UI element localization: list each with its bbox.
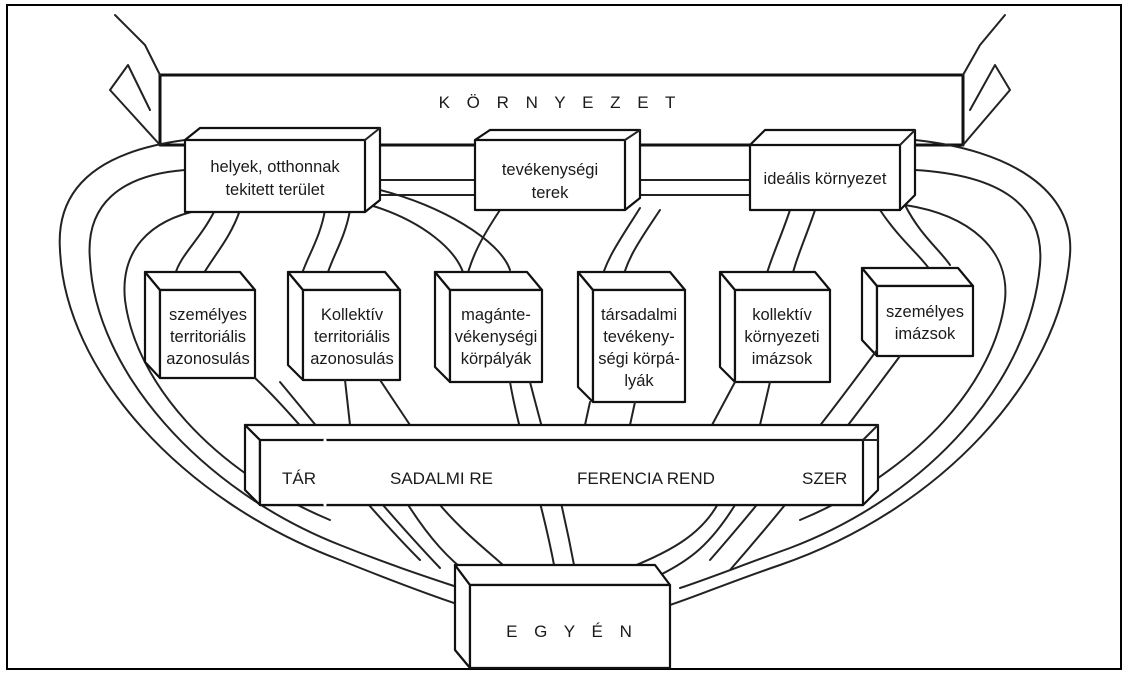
band-segment-4: SZER	[802, 469, 847, 488]
top-box-ideal-line-1: ideális környezet	[764, 170, 887, 188]
middle-box-6-line-2: imázsok	[895, 325, 956, 343]
band-segment-2: SADALMI RE	[390, 469, 493, 488]
middle-box-5-line-1: kollektív	[752, 306, 812, 324]
middle-box-5-line-3: imázsok	[752, 350, 813, 368]
vessel-outline	[58, 14, 1072, 606]
middle-box-social-activity: társadalmi tevékeny- ségi körpá- lyák	[576, 270, 687, 404]
middle-box-3-line-2: vékenységi	[455, 328, 538, 346]
environment-label: K Ö R N Y E Z E T	[439, 93, 682, 112]
individual-label: E G Y É N	[506, 622, 638, 641]
middle-box-personal-territorial: személyes territoriális azonosulás	[143, 270, 257, 380]
middle-box-1-line-2: territoriális	[170, 328, 246, 346]
middle-box-4-line-1: társadalmi	[601, 306, 677, 324]
middle-box-collective-images: kollektív környezeti imázsok	[718, 270, 832, 384]
middle-box-4-line-3: ségi körpá-	[598, 350, 680, 368]
middle-box-2-line-3: azonosulás	[310, 350, 393, 368]
top-box-places: helyek, otthonnak tekitett terület	[183, 126, 382, 214]
top-box-activity-spaces: tevékenységi terek	[473, 128, 642, 212]
band-segment-3: FERENCIA REND	[577, 469, 715, 488]
middle-box-6-line-1: személyes	[886, 303, 964, 321]
individual-box: E G Y É N	[453, 563, 672, 670]
middle-box-private-activity: magánte- vékenységi körpályák	[433, 270, 544, 384]
top-box-activity-line-1: tevékenységi	[502, 161, 598, 179]
middle-box-3-line-1: magánte-	[461, 306, 531, 324]
middle-box-1-line-3: azonosulás	[166, 350, 249, 368]
middle-box-2-line-1: Kollektív	[321, 306, 384, 324]
reference-band: TÁR SADALMI RE FERENCIA REND SZER	[243, 423, 880, 507]
middle-box-collective-territorial: Kollektív territoriális azonosulás	[286, 270, 402, 382]
middle-box-2-line-2: territoriális	[314, 328, 390, 346]
middle-box-3-line-3: körpályák	[461, 350, 532, 368]
top-box-places-line-2: tekitett terület	[225, 181, 324, 199]
top-box-places-line-1: helyek, otthonnak	[210, 158, 340, 176]
middle-box-4-line-4: lyák	[624, 372, 654, 390]
middle-box-personal-images: személyes imázsok	[860, 266, 975, 358]
middle-box-4-line-2: tevékeny-	[603, 328, 675, 346]
top-box-activity-line-2: terek	[532, 184, 569, 202]
middle-box-1-line-1: személyes	[169, 306, 247, 324]
band-segment-1: TÁR	[282, 469, 316, 488]
top-box-ideal-environment: ideális környezet	[748, 128, 917, 212]
middle-box-5-line-2: környezeti	[744, 328, 819, 346]
